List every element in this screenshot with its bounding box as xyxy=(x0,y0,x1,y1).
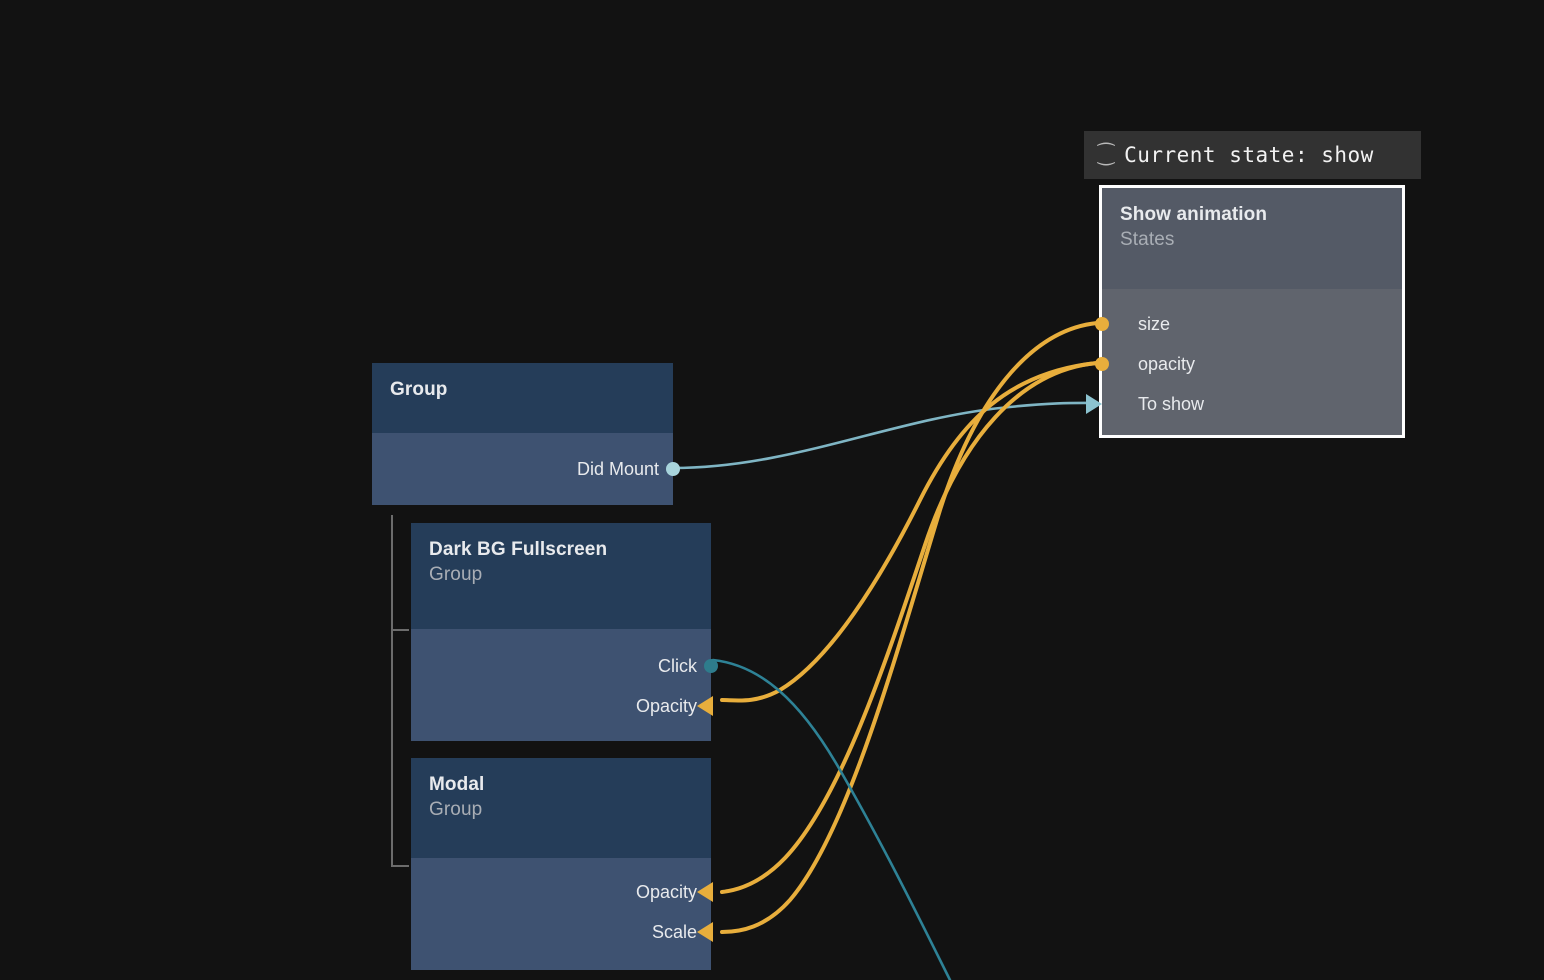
port-label: size xyxy=(1138,314,1171,334)
port-connector-arrow[interactable] xyxy=(697,922,713,942)
port-label: Opacity xyxy=(635,882,697,902)
tree-trunk-line xyxy=(391,515,393,867)
port-label: Opacity xyxy=(635,696,697,716)
port-connector-arrow[interactable] xyxy=(697,882,713,902)
node-subtitle: States xyxy=(1120,229,1175,250)
port-connector-arrow[interactable] xyxy=(1086,394,1102,414)
node-modal[interactable]: Modal Group Opacity Scale xyxy=(411,758,713,970)
port-size[interactable]: size xyxy=(1095,304,1402,344)
node-header: Group xyxy=(372,363,673,433)
edge-didmount-to-toshow xyxy=(671,401,1098,470)
node-body: size opacity To show xyxy=(1086,289,1402,435)
node-header: Show animation States xyxy=(1102,188,1402,289)
port-click[interactable]: Click xyxy=(411,646,718,686)
node-title: Group xyxy=(390,379,448,400)
pin-icon[interactable]: ⁐ xyxy=(1098,144,1115,166)
port-label: To show xyxy=(1138,394,1205,414)
port-opacity[interactable]: Opacity xyxy=(411,872,713,912)
edge-click-to-offscreen xyxy=(711,658,952,980)
edge-opacity-to-darkbg-opacity xyxy=(720,361,1099,703)
node-header: Modal Group xyxy=(411,758,711,858)
port-opacity[interactable]: opacity xyxy=(1095,344,1402,384)
node-subtitle: Group xyxy=(429,799,483,820)
node-group-root[interactable]: Group Did Mount xyxy=(372,363,680,505)
current-state-label: Current state: show xyxy=(1124,143,1374,167)
port-did-mount[interactable]: Did Mount xyxy=(372,449,680,489)
tree-tick-modal xyxy=(391,865,409,867)
port-connector-arrow[interactable] xyxy=(697,696,713,716)
port-scale[interactable]: Scale xyxy=(411,912,713,952)
node-title: Dark BG Fullscreen xyxy=(429,539,608,560)
port-opacity[interactable]: Opacity xyxy=(411,686,713,726)
port-connector-dot[interactable] xyxy=(704,659,718,673)
node-dark-bg-fullscreen[interactable]: Dark BG Fullscreen Group Click Opacity xyxy=(411,523,718,741)
node-body: Opacity Scale xyxy=(411,858,713,970)
port-connector-dot[interactable] xyxy=(1095,357,1109,371)
port-connector-dot[interactable] xyxy=(1095,317,1109,331)
port-label: opacity xyxy=(1138,354,1196,374)
edge-opacity-to-modal-opacity xyxy=(720,361,1099,894)
node-body: Click Opacity xyxy=(411,629,718,741)
node-title: Modal xyxy=(429,774,485,795)
node-subtitle: Group xyxy=(429,564,483,585)
port-label: Did Mount xyxy=(576,459,659,479)
current-state-badge[interactable]: ⁐ Current state: show xyxy=(1084,131,1421,179)
tree-tick-dark-bg xyxy=(391,629,409,631)
node-header: Dark BG Fullscreen Group xyxy=(411,523,711,629)
node-show-animation[interactable]: Show animation States size opacity To sh… xyxy=(1086,185,1405,438)
node-body: Did Mount xyxy=(372,433,680,505)
node-title: Show animation xyxy=(1120,204,1268,225)
port-connector-dot[interactable] xyxy=(666,462,680,476)
port-to-show[interactable]: To show xyxy=(1086,384,1402,424)
edge-size-to-modal-scale xyxy=(720,321,1099,934)
port-label: Scale xyxy=(651,922,697,942)
port-label: Click xyxy=(658,656,697,676)
